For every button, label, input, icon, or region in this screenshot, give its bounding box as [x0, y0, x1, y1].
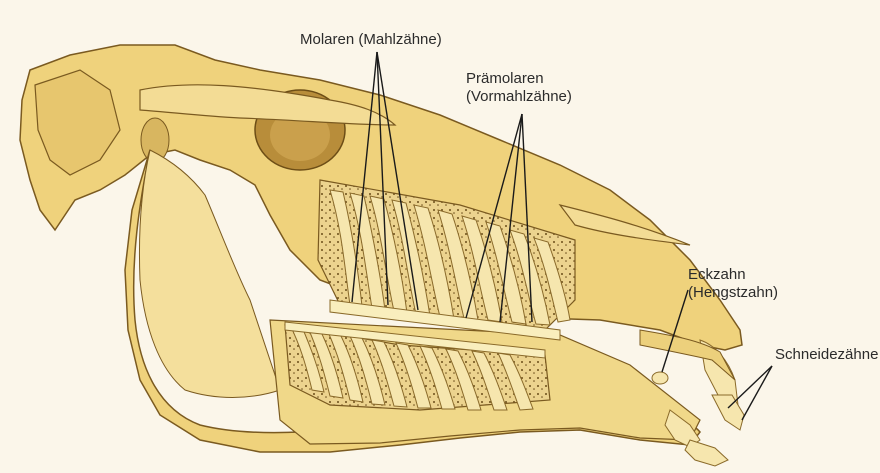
label-eckzahn-line2: (Hengstzahn) [688, 284, 778, 302]
leader-schneidezaehne-2 [742, 366, 772, 420]
label-praemolaren: Prämolaren (Vormahlzähne) [466, 70, 572, 106]
canine-tooth [652, 372, 668, 384]
label-eckzahn-line1: Eckzahn [688, 266, 778, 284]
label-molaren: Molaren (Mahlzähne) [300, 31, 442, 49]
label-praemolaren-line2: (Vormahlzähne) [466, 88, 572, 106]
label-schneidezaehne: Schneidezähne [775, 346, 878, 364]
label-eckzahn: Eckzahn (Hengstzahn) [688, 266, 778, 302]
label-praemolaren-line1: Prämolaren [466, 70, 572, 88]
